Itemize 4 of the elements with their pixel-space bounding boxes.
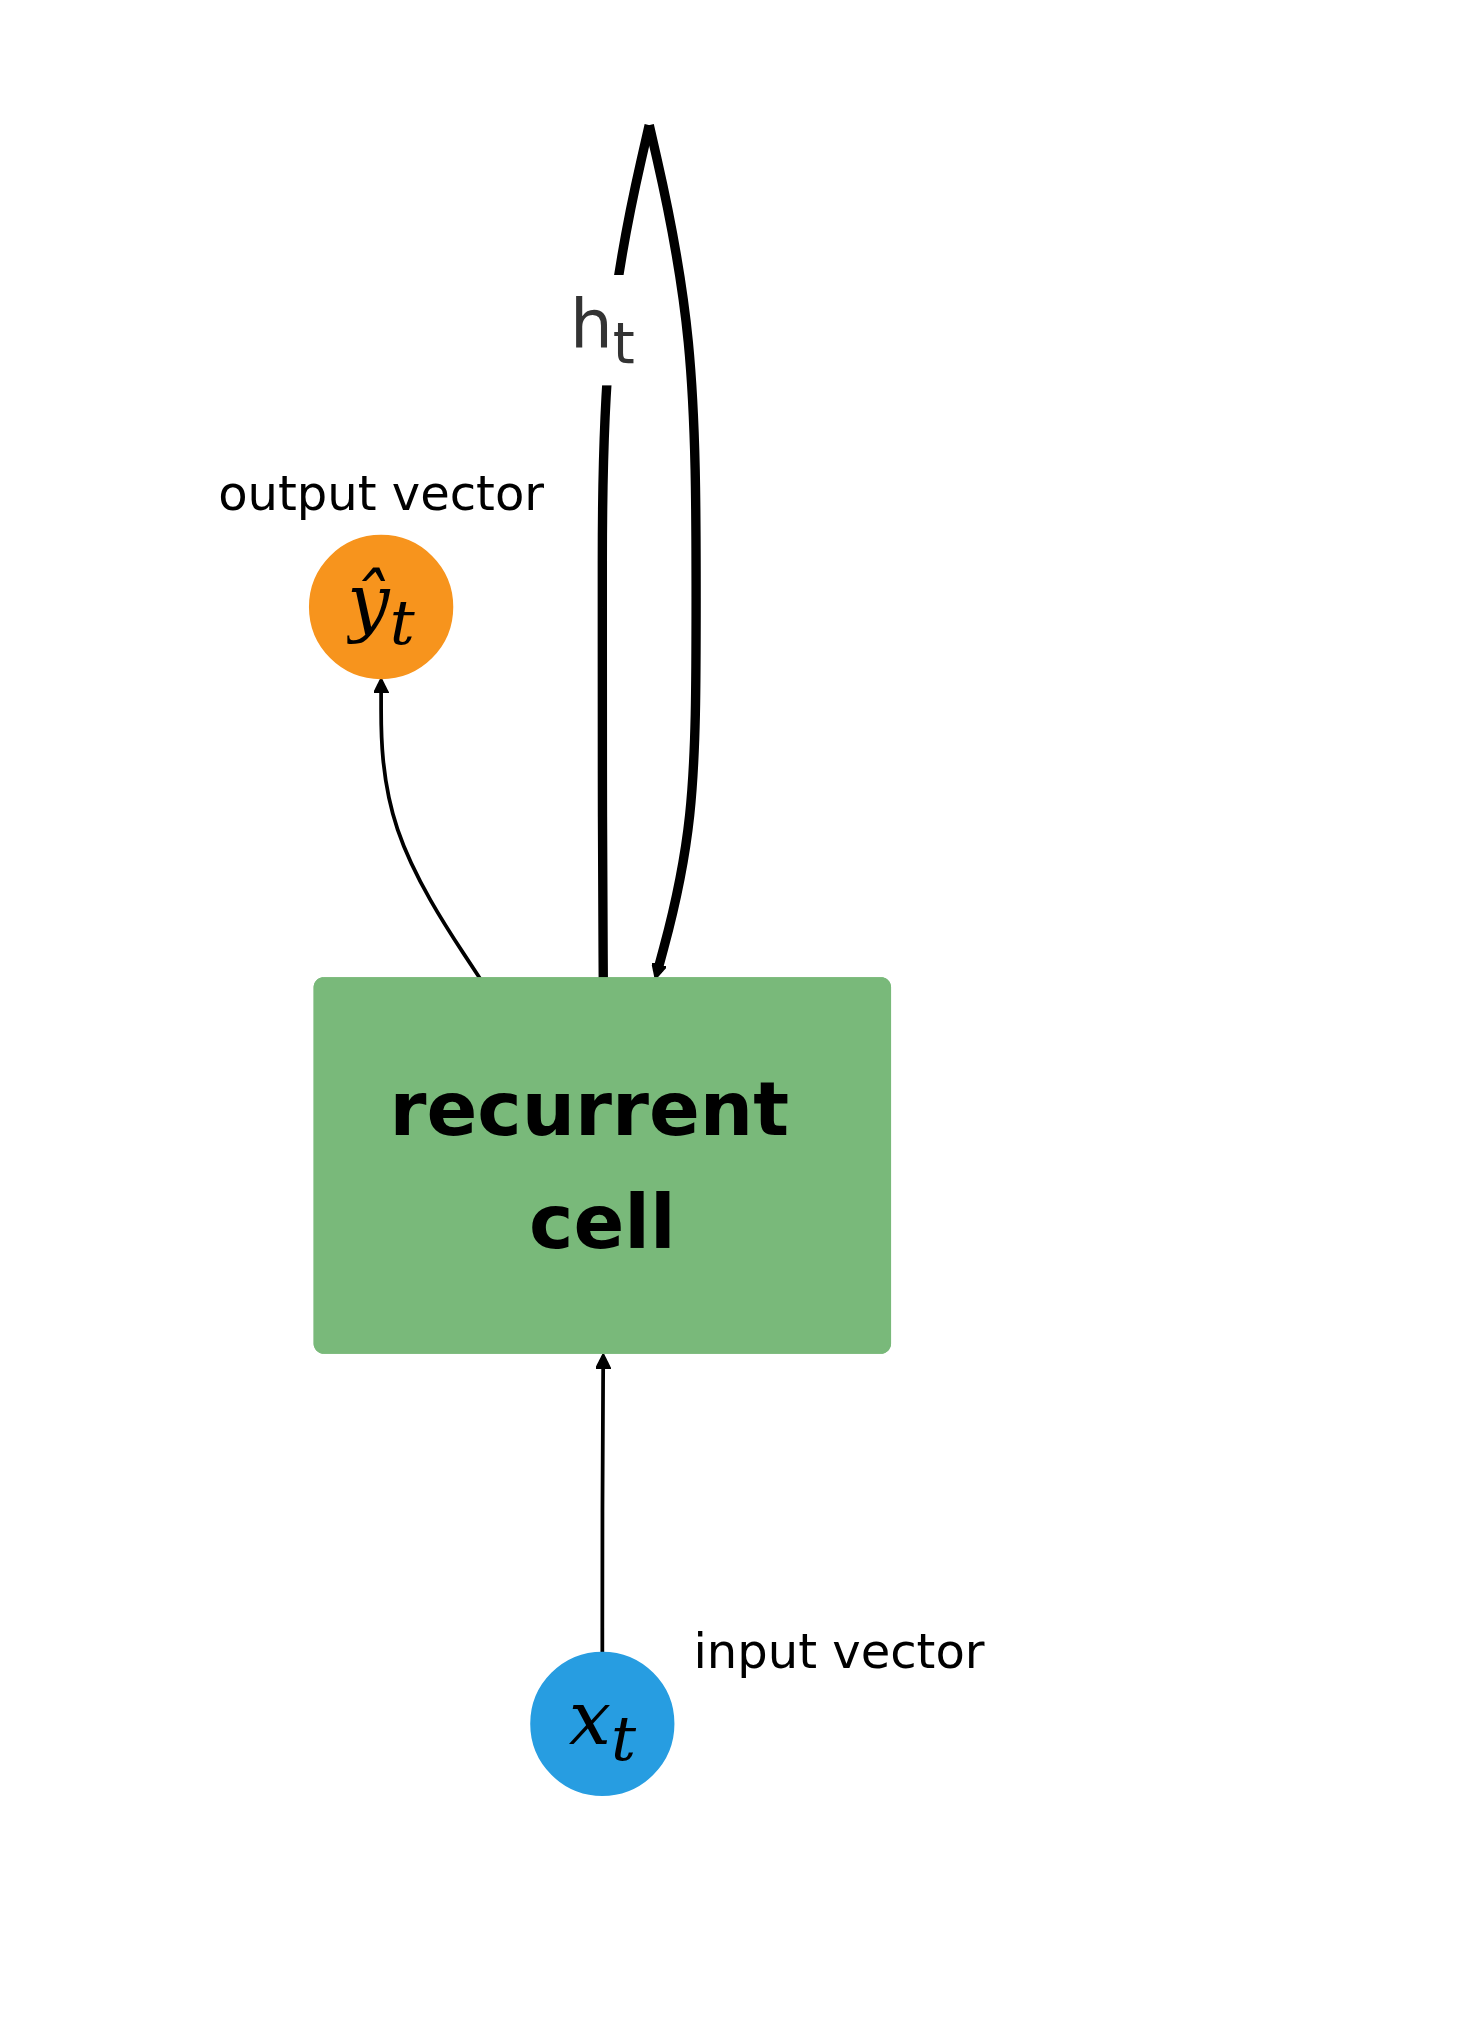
node-circle: ŷ$_{t}$	[308, 534, 454, 680]
edge-label: h$_{t}$	[569, 286, 635, 377]
arrow	[594, 1353, 612, 1653]
node-circle: x$_{t}$	[530, 1651, 675, 1796]
